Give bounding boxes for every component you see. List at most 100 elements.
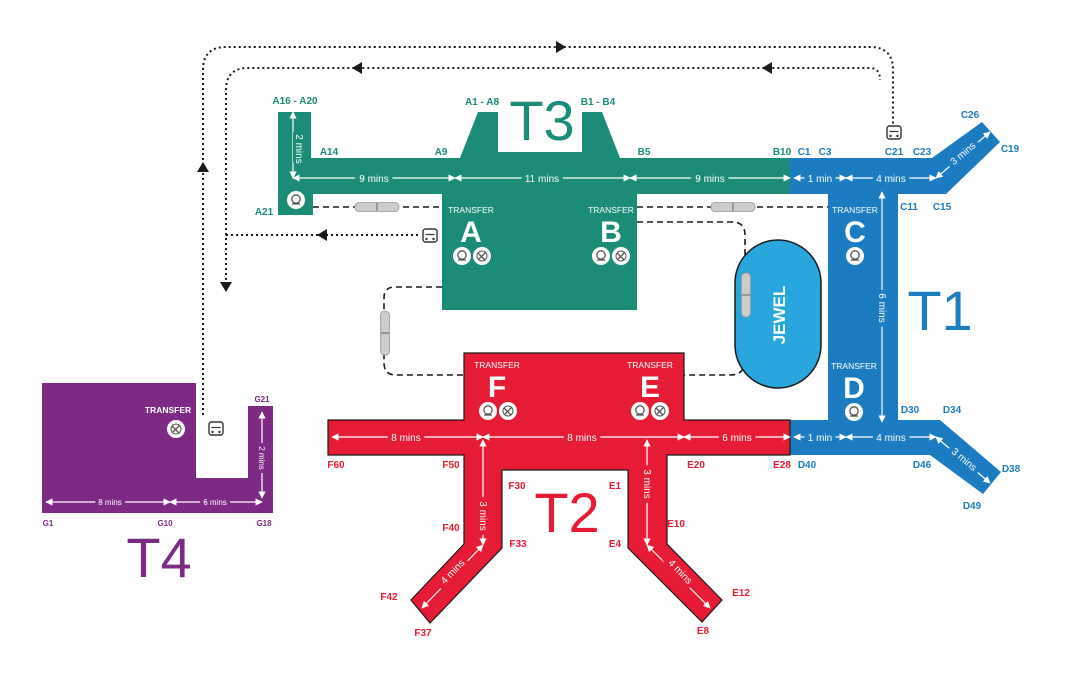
duration-t2-f-down: 3 mins xyxy=(477,501,488,530)
duration-t2-right: 6 mins xyxy=(722,433,751,444)
transfer-e-label: TRANSFER xyxy=(627,360,673,370)
gate-label: F40 xyxy=(442,523,460,534)
gate-label: C21 xyxy=(885,147,904,158)
transfer-e-letter: E xyxy=(640,371,660,404)
gate-label: G10 xyxy=(157,519,173,528)
transfer-b-label: TRANSFER xyxy=(588,205,634,215)
gate-label: D38 xyxy=(1002,464,1021,475)
gate-label: E12 xyxy=(732,588,750,599)
terminal-t4-label: T4 xyxy=(126,526,191,589)
gate-label: C15 xyxy=(933,202,952,213)
gate-label: A21 xyxy=(255,207,274,218)
transfer-c-label: TRANSFER xyxy=(832,205,878,215)
duration-t1-top-link: 1 min xyxy=(808,174,832,185)
terminal-labels: T3 T1 T2 T4 xyxy=(126,89,972,589)
gate-label: A9 xyxy=(435,147,448,158)
transfer-a-letter: A xyxy=(460,216,482,249)
gate-label: D34 xyxy=(943,405,962,416)
duration-t1-bottom-link: 1 min xyxy=(808,433,832,444)
gate-label: F30 xyxy=(508,481,526,492)
gate-label: A14 xyxy=(320,147,339,158)
gate-labels-t1: C1 C3 C21 C23 C26 C19 C11 C15 D30 D34 D4… xyxy=(798,110,1021,512)
gate-labels-t3: A16 - A20 A14 A9 A21 A1 - A8 B1 - B4 B5 … xyxy=(255,96,792,218)
duration-t4-right: 6 mins xyxy=(203,498,227,507)
gate-label: A16 - A20 xyxy=(272,96,318,107)
bus-icon xyxy=(886,125,902,140)
t1-building xyxy=(790,122,1001,494)
walk-durations: 2 mins 9 mins 11 mins 9 mins 1 min 4 min… xyxy=(95,131,983,590)
bus-icon xyxy=(422,228,438,243)
gate-label: D30 xyxy=(901,405,920,416)
duration-t3-middle: 11 mins xyxy=(525,174,559,185)
gate-label: D49 xyxy=(963,501,982,512)
transfer-d-label: TRANSFER xyxy=(831,361,877,371)
gate-label: C26 xyxy=(961,110,980,121)
gate-labels-t2: F60 F50 E20 E28 F30 E1 F40 F33 E4 E10 F4… xyxy=(327,460,791,639)
transfer-t4-label: TRANSFER xyxy=(145,405,191,415)
terminal-t3-label: T3 xyxy=(509,89,574,152)
duration-t3-right: 9 mins xyxy=(695,174,724,185)
gate-label: B10 xyxy=(773,147,792,158)
jewel-label: JEWEL xyxy=(770,286,789,345)
duration-t2-e-down: 3 mins xyxy=(641,469,652,498)
duration-t1-top: 4 mins xyxy=(876,174,905,185)
terminal-t1 xyxy=(790,122,1001,494)
jewel: JEWEL xyxy=(734,239,822,389)
gate-label: G21 xyxy=(254,395,270,404)
transfer-areas: TRANSFER A TRANSFER B TRANSFER C TRANSFE… xyxy=(145,190,878,439)
gate-label: G1 xyxy=(43,519,54,528)
gate-label: F50 xyxy=(442,460,460,471)
gate-label: C1 xyxy=(798,147,811,158)
duration-t2-left: 8 mins xyxy=(391,433,420,444)
terminal-t3 xyxy=(278,112,790,310)
shuttle-arrows xyxy=(197,41,772,292)
gate-label: G18 xyxy=(256,519,272,528)
gate-label: E10 xyxy=(667,519,685,530)
gate-label: D46 xyxy=(913,460,932,471)
gate-label: E28 xyxy=(773,460,791,471)
gate-label: B5 xyxy=(638,147,651,158)
gate-label: D40 xyxy=(798,460,817,471)
gate-label: C23 xyxy=(913,147,932,158)
terminal-t1-label: T1 xyxy=(907,279,972,342)
gate-label: F42 xyxy=(380,592,398,603)
gate-label: E1 xyxy=(609,481,622,492)
gate-label: C19 xyxy=(1001,144,1020,155)
transfer-t4-icon xyxy=(166,419,186,439)
gate-label: F60 xyxy=(327,460,345,471)
duration-t4-left: 8 mins xyxy=(98,498,122,507)
bus-icon xyxy=(208,421,224,436)
duration-t4-spur: 2 mins xyxy=(257,446,266,470)
gate-labels-t4: G21 G1 G10 G18 xyxy=(43,395,272,528)
transfer-a-label: TRANSFER xyxy=(448,205,494,215)
duration-t1-bottom: 4 mins xyxy=(876,433,905,444)
walk-lines xyxy=(45,111,991,609)
gate-label: F33 xyxy=(509,539,527,550)
transfer-a21-icon xyxy=(286,190,306,210)
gate-label: E4 xyxy=(609,539,622,550)
duration-t1-vertical: 6 mins xyxy=(876,293,887,322)
terminal-t2-label: T2 xyxy=(534,481,599,544)
t4-building xyxy=(42,383,273,513)
duration-t2-middle: 8 mins xyxy=(567,433,596,444)
transfer-c-letter: C xyxy=(844,216,866,249)
gate-label: A1 - A8 xyxy=(465,97,500,108)
gate-label: C11 xyxy=(900,202,918,213)
transfer-c-icons xyxy=(845,246,865,266)
transfer-f-label: TRANSFER xyxy=(474,360,520,370)
gate-label: B1 - B4 xyxy=(581,97,616,108)
transfer-d-icons xyxy=(844,402,864,422)
duration-t3-spur: 2 mins xyxy=(293,134,304,163)
transfer-d-letter: D xyxy=(843,372,865,405)
transfer-b-letter: B xyxy=(600,216,622,249)
gate-label: E20 xyxy=(687,460,705,471)
gate-label: E8 xyxy=(697,626,710,637)
gate-label: F37 xyxy=(414,628,432,639)
transfer-f-letter: F xyxy=(488,371,506,404)
terminal-t4 xyxy=(42,383,273,513)
duration-t3-left: 9 mins xyxy=(359,174,388,185)
t3-building xyxy=(278,112,790,310)
gate-label: C3 xyxy=(819,147,832,158)
